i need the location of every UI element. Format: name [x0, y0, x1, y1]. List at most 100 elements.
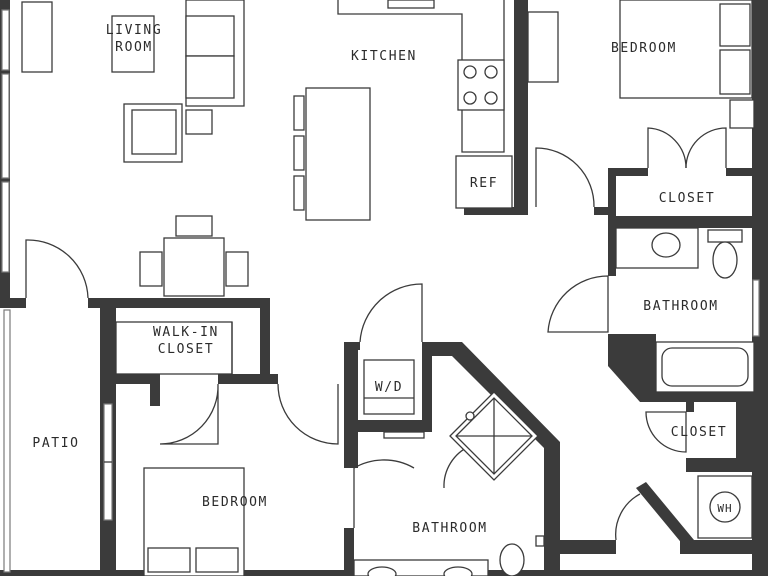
cooktop — [457, 59, 505, 111]
door-closet1-left — [647, 127, 687, 169]
burner-3 — [463, 91, 477, 105]
doors — [25, 127, 727, 541]
wall-wd-top — [344, 342, 360, 350]
window-left-3 — [1, 181, 10, 273]
wall-wd-left — [344, 342, 358, 468]
shower-drain — [465, 411, 475, 421]
wall-kitchen-bedroom — [514, 0, 528, 215]
kitchen-fixtures: REF — [293, 0, 513, 221]
wh-box — [697, 475, 753, 539]
bathroom2-label: BATHROOM — [412, 521, 487, 536]
door-bedroom1 — [535, 147, 595, 208]
tv-console — [21, 1, 53, 73]
dining-table — [163, 237, 225, 297]
wall-wh-bottom — [680, 540, 768, 554]
bathroom1-label: BATHROOM — [643, 299, 718, 314]
water-heater: WH — [697, 475, 753, 539]
bath2-towel — [535, 535, 545, 547]
wall-left-stub — [10, 298, 26, 308]
wall-closet2-left-stub — [686, 402, 694, 412]
washer-dryer — [363, 359, 415, 415]
windows — [1, 9, 760, 573]
wall-closet1-bottom — [608, 216, 756, 228]
wall-bath2-diagonal — [422, 342, 560, 576]
wall-walkin-right — [260, 298, 270, 382]
walkin-closet-label-line1: WALK-IN — [153, 325, 219, 340]
wd-label: W/D — [375, 380, 403, 395]
dining-chair-left — [139, 251, 163, 287]
kitchen-island — [305, 87, 371, 221]
bath2-sink-1 — [367, 566, 397, 576]
living-room-label-line1: LIVING — [106, 23, 163, 38]
closet1-label: CLOSET — [659, 191, 716, 206]
coffee-table — [111, 15, 155, 73]
wall-closet1-left — [608, 168, 616, 224]
bath2-toilet — [499, 543, 525, 576]
armchair-seat — [131, 109, 177, 155]
door-walkin — [159, 383, 219, 445]
sofa-cushion-1 — [185, 15, 235, 57]
dining-chair-top — [175, 215, 213, 237]
door-closet1-right — [685, 127, 727, 169]
bathtub-inner — [661, 347, 749, 387]
wall-bath2-bottom-right — [556, 540, 616, 554]
wall-closet1-top-left — [608, 168, 648, 176]
wall-kitchen-bottom — [464, 207, 528, 215]
bathroom1-fixtures — [615, 227, 755, 393]
side-table — [185, 109, 213, 135]
refrigerator — [455, 155, 513, 209]
bed2-pillow-1 — [147, 547, 191, 573]
door-closet2 — [645, 411, 687, 453]
wall-closet2-bottom — [686, 458, 756, 472]
door-bath2 — [353, 459, 415, 528]
wall-walkin-bottom-left — [112, 374, 160, 384]
bedroom2-furniture — [143, 467, 245, 576]
burner-2 — [484, 65, 498, 79]
wall-bedroom-door-stub — [594, 207, 610, 215]
window-left-1 — [1, 9, 10, 71]
bedroom1-label: BEDROOM — [611, 41, 677, 56]
door-bath1 — [547, 275, 609, 333]
stool-2 — [293, 135, 305, 171]
wall-bedroom2-left — [150, 374, 160, 406]
bath1-sink — [651, 232, 681, 258]
bedroom1-dresser — [527, 11, 559, 83]
lower-fixtures: W/D — [115, 321, 545, 576]
kitchen-sink — [387, 0, 435, 9]
door-wh — [615, 493, 641, 541]
dining-chair-right — [225, 251, 249, 287]
bed1-pillow-1 — [719, 3, 751, 47]
bed1-pillow-2 — [719, 49, 751, 95]
wall-wh-diagonal — [636, 482, 694, 546]
bath2-sink-2 — [443, 566, 473, 576]
bath2-shelf — [383, 431, 425, 439]
door-bedroom2 — [277, 383, 339, 445]
toilet-bowl — [712, 241, 738, 279]
bed2-pillow-2 — [195, 547, 239, 573]
bedroom1-furniture — [527, 0, 755, 129]
ref-label: REF — [470, 176, 498, 191]
window-left-2 — [1, 73, 10, 179]
patio-label: PATIO — [32, 436, 79, 451]
window-right — [752, 279, 760, 337]
wall-wd-bottom — [350, 420, 432, 432]
bedroom2-label: BEDROOM — [202, 495, 268, 510]
wall-bath1-left — [608, 224, 616, 276]
burner-4 — [484, 91, 498, 105]
wall-walkin-bottom-right — [218, 374, 278, 384]
stool-3 — [293, 175, 305, 211]
room-labels: LIVING ROOM KITCHEN BEDROOM CLOSET BATHR… — [32, 23, 725, 536]
walkin-closet-label-line2: CLOSET — [158, 342, 215, 357]
stool-1 — [293, 95, 305, 131]
burner-1 — [463, 65, 477, 79]
door-wd — [359, 283, 423, 343]
door-patio — [25, 239, 89, 299]
wall-closet2-right — [736, 392, 756, 472]
wall-bath1-corner — [608, 334, 656, 402]
wh-tank — [709, 491, 741, 523]
patio-glass — [3, 309, 11, 573]
wall-bath1-bottom — [640, 392, 756, 402]
nightstand — [729, 99, 755, 129]
wall-bath2-left — [344, 528, 354, 576]
